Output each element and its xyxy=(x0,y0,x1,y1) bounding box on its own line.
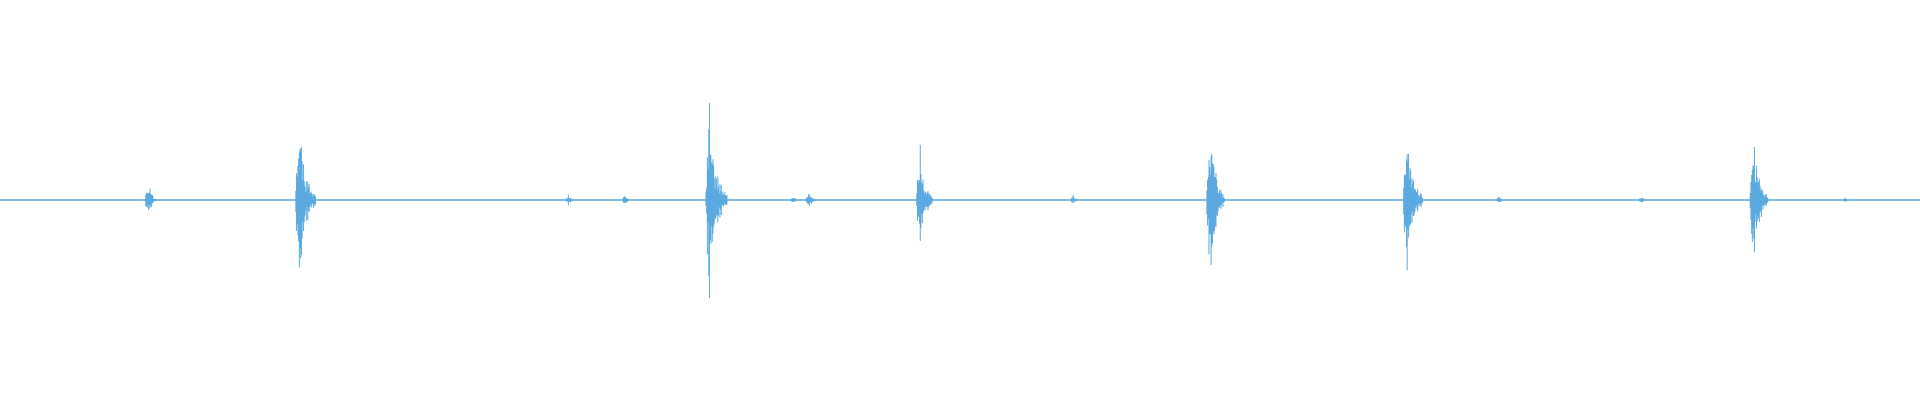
waveform-burst xyxy=(1841,197,1852,202)
waveform-burst xyxy=(621,196,633,204)
waveform-burst xyxy=(1638,197,1649,203)
waveform-burst xyxy=(565,194,576,205)
waveform-burst xyxy=(295,147,316,268)
waveform-burst xyxy=(805,194,817,206)
waveform-burst xyxy=(144,188,157,210)
waveform-burst xyxy=(1206,153,1225,266)
waveform-burst xyxy=(789,197,801,203)
waveform-burst xyxy=(916,144,933,241)
waveform-burst xyxy=(1069,195,1081,204)
waveform-burst xyxy=(1495,196,1506,203)
waveform-burst xyxy=(705,102,728,299)
waveform-burst xyxy=(1749,147,1769,253)
waveform-burst xyxy=(1403,153,1424,271)
